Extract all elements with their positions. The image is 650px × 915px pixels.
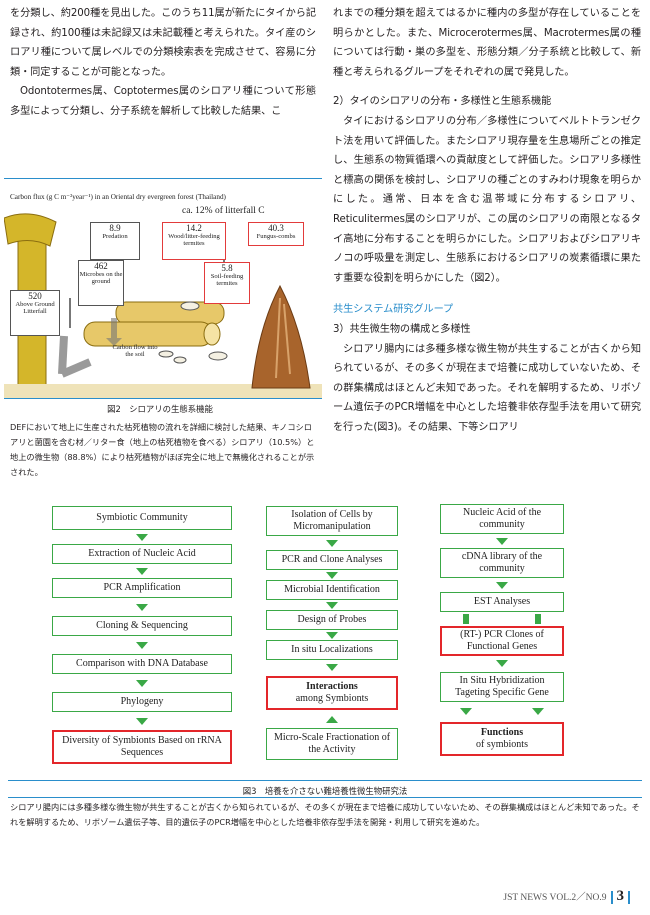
flow-arrow — [136, 534, 148, 541]
soil-feeding-termites-box: 5.8 Soil-feeding termites — [204, 262, 250, 304]
flow-arrow — [326, 572, 338, 579]
fc-functions-title: Functions — [480, 727, 524, 738]
figure-2-carbon-flux: Carbon flux (g C m⁻²year⁻¹) in an Orient… — [4, 178, 322, 400]
fc-phylogeny: Phylogeny — [52, 692, 232, 712]
flow-arrow — [136, 680, 148, 687]
fc-extraction: Extraction of Nucleic Acid — [52, 544, 232, 564]
wood-litter-termites-label: Wood/litter-feeding termites — [168, 233, 220, 248]
fc-diversity: Diversity of Symbionts Based on rRNA Seq… — [52, 730, 232, 764]
flow-arrow — [496, 660, 508, 667]
journal-name: JST NEWS VOL.2／NO.9 — [503, 893, 607, 903]
fc-comparison: Comparison with DNA Database — [52, 654, 232, 674]
figure-rule — [4, 178, 322, 179]
left-text-column: を分類し、約200種を見出した。このうち11属が新たにタイから記録され、約100… — [10, 4, 316, 122]
fc-pcr-amplification: PCR Amplification — [52, 578, 232, 598]
predation-label: Predation — [102, 233, 128, 240]
flow-arrow — [326, 632, 338, 639]
litterfall-label: Above Ground Litterfall — [15, 301, 55, 316]
footer-divider — [610, 891, 613, 905]
section-heading: 3）共生微生物の構成と多様性 — [333, 323, 471, 335]
flow-arrow — [136, 604, 148, 611]
figure-rule — [8, 780, 642, 781]
fc-nucleic-acid-community: Nucleic Acid of the community — [440, 504, 564, 534]
group-heading: 共生システム研究グループ — [333, 304, 454, 316]
figure-3-flowchart: Symbiotic Community Extraction of Nuclei… — [0, 494, 650, 780]
figure-3-caption: 図3 培養を介さない難培養性微生物研究法 — [242, 786, 408, 796]
body-paragraph: シロアリ腸内には多種多様な微生物が共生することが古くから知られているが、その多く… — [333, 343, 641, 433]
flow-connector — [463, 614, 469, 624]
fc-cloning: Cloning & Sequencing — [52, 616, 232, 636]
flow-arrow — [136, 568, 148, 575]
figure-2-note: DEFにおいて地上に生産された枯死植物の流れを詳細に検討した結果、キノコシロアリ… — [10, 422, 315, 477]
fc-in-situ-hybridization: In Situ Hybridization Tageting Specific … — [440, 672, 564, 702]
flow-arrow — [532, 708, 544, 715]
fc-design-probes: Design of Probes — [266, 610, 398, 630]
fc-rt-pcr-clones: (RT-) PCR Clones of Functional Genes — [440, 626, 564, 656]
figure-rule — [8, 797, 642, 798]
fc-micro-scale: Micro-Scale Fractionation of the Activit… — [266, 728, 398, 760]
figure-2-highlight: ca. 12% of litterfall C — [182, 206, 265, 216]
fc-isolation: Isolation of Cells by Micromanipulation — [266, 506, 398, 536]
predation-box: 8.9 Predation — [90, 222, 140, 260]
flow-arrow — [136, 718, 148, 725]
microbes-ground-box: 462 Microbes on the ground — [78, 260, 124, 306]
microbes-ground-label: Microbes on the ground — [79, 271, 123, 286]
fc-functions-sub: of symbionts — [476, 739, 528, 750]
fc-interactions: Interactions among Symbionts — [266, 676, 398, 710]
body-paragraph: れまでの種分類を超えてはるかに種内の多型が存在していることを明らかとした。また、… — [333, 8, 641, 78]
flow-arrow — [326, 716, 338, 723]
section-heading: 2）タイのシロアリの分布・多様性と生態系機能 — [333, 96, 552, 108]
fc-pcr-clone: PCR and Clone Analyses — [266, 550, 398, 570]
wood-litter-termites-box: 14.2 Wood/litter-feeding termites — [162, 222, 226, 260]
soil-feeding-termites-value: 5.8 — [221, 263, 233, 273]
carbon-flow-label-box: Carbon flow into the soil — [110, 344, 160, 374]
fc-interactions-title: Interactions — [306, 681, 358, 692]
figure-3-note: シロアリ腸内には多種多様な微生物が共生することが古くから知られているが、その多く… — [10, 802, 640, 827]
body-paragraph: を分類し、約200種を見出した。このうち11属が新たにタイから記録され、約100… — [10, 8, 316, 78]
flow-arrow — [326, 540, 338, 547]
figure-2-caption: 図2 シロアリの生態系機能 — [107, 404, 213, 414]
wood-litter-termites-value: 14.2 — [186, 223, 202, 233]
flow-arrow — [496, 582, 508, 589]
forest-illustration — [4, 213, 322, 398]
fc-microbial-identification: Microbial Identification — [266, 580, 398, 600]
fc-in-situ-localizations: In situ Localizations — [266, 640, 398, 660]
fungus-combs-label: Fungus-combs — [256, 233, 296, 240]
page-number: 3 — [616, 888, 625, 904]
fc-cdna-library: cDNA library of the community — [440, 548, 564, 578]
litterfall-box: 520 Above Ground Litterfall — [10, 290, 60, 336]
flow-connector — [535, 614, 541, 624]
microbes-ground-value: 462 — [94, 261, 108, 271]
body-paragraph: タイにおけるシロアリの分布／多様性についてベルトトランゼクト法を用いて評価した。… — [333, 115, 641, 284]
right-text-column: れまでの種分類を超えてはるかに種内の多型が存在していることを明らかとした。また、… — [333, 4, 641, 437]
fungus-combs-value: 40.3 — [268, 223, 284, 233]
flow-arrow — [460, 708, 472, 715]
flow-arrow — [136, 642, 148, 649]
figure-rule — [4, 398, 322, 399]
figure-2-title: Carbon flux (g C m⁻²year⁻¹) in an Orient… — [10, 193, 226, 201]
flow-arrow — [496, 538, 508, 545]
fungus-combs-box: 40.3 Fungus-combs — [248, 222, 304, 246]
body-paragraph: Odontotermes属、Coptotermes属のシロアリ種について形態多型… — [10, 86, 316, 117]
flow-arrow — [326, 664, 338, 671]
carbon-flow-label: Carbon flow into the soil — [112, 344, 158, 359]
predation-value: 8.9 — [109, 223, 121, 233]
fc-symbiotic-community: Symbiotic Community — [52, 506, 232, 530]
fc-interactions-sub: among Symbionts — [295, 693, 369, 704]
fc-functions: Functions of symbionts — [440, 722, 564, 756]
fc-est-analyses: EST Analyses — [440, 592, 564, 612]
page-footer: JST NEWS VOL.2／NO.9 3 — [503, 888, 634, 905]
soil-feeding-termites-label: Soil-feeding termites — [210, 273, 244, 288]
litterfall-value: 520 — [28, 291, 42, 301]
footer-divider — [628, 891, 630, 905]
flow-arrow — [326, 602, 338, 609]
